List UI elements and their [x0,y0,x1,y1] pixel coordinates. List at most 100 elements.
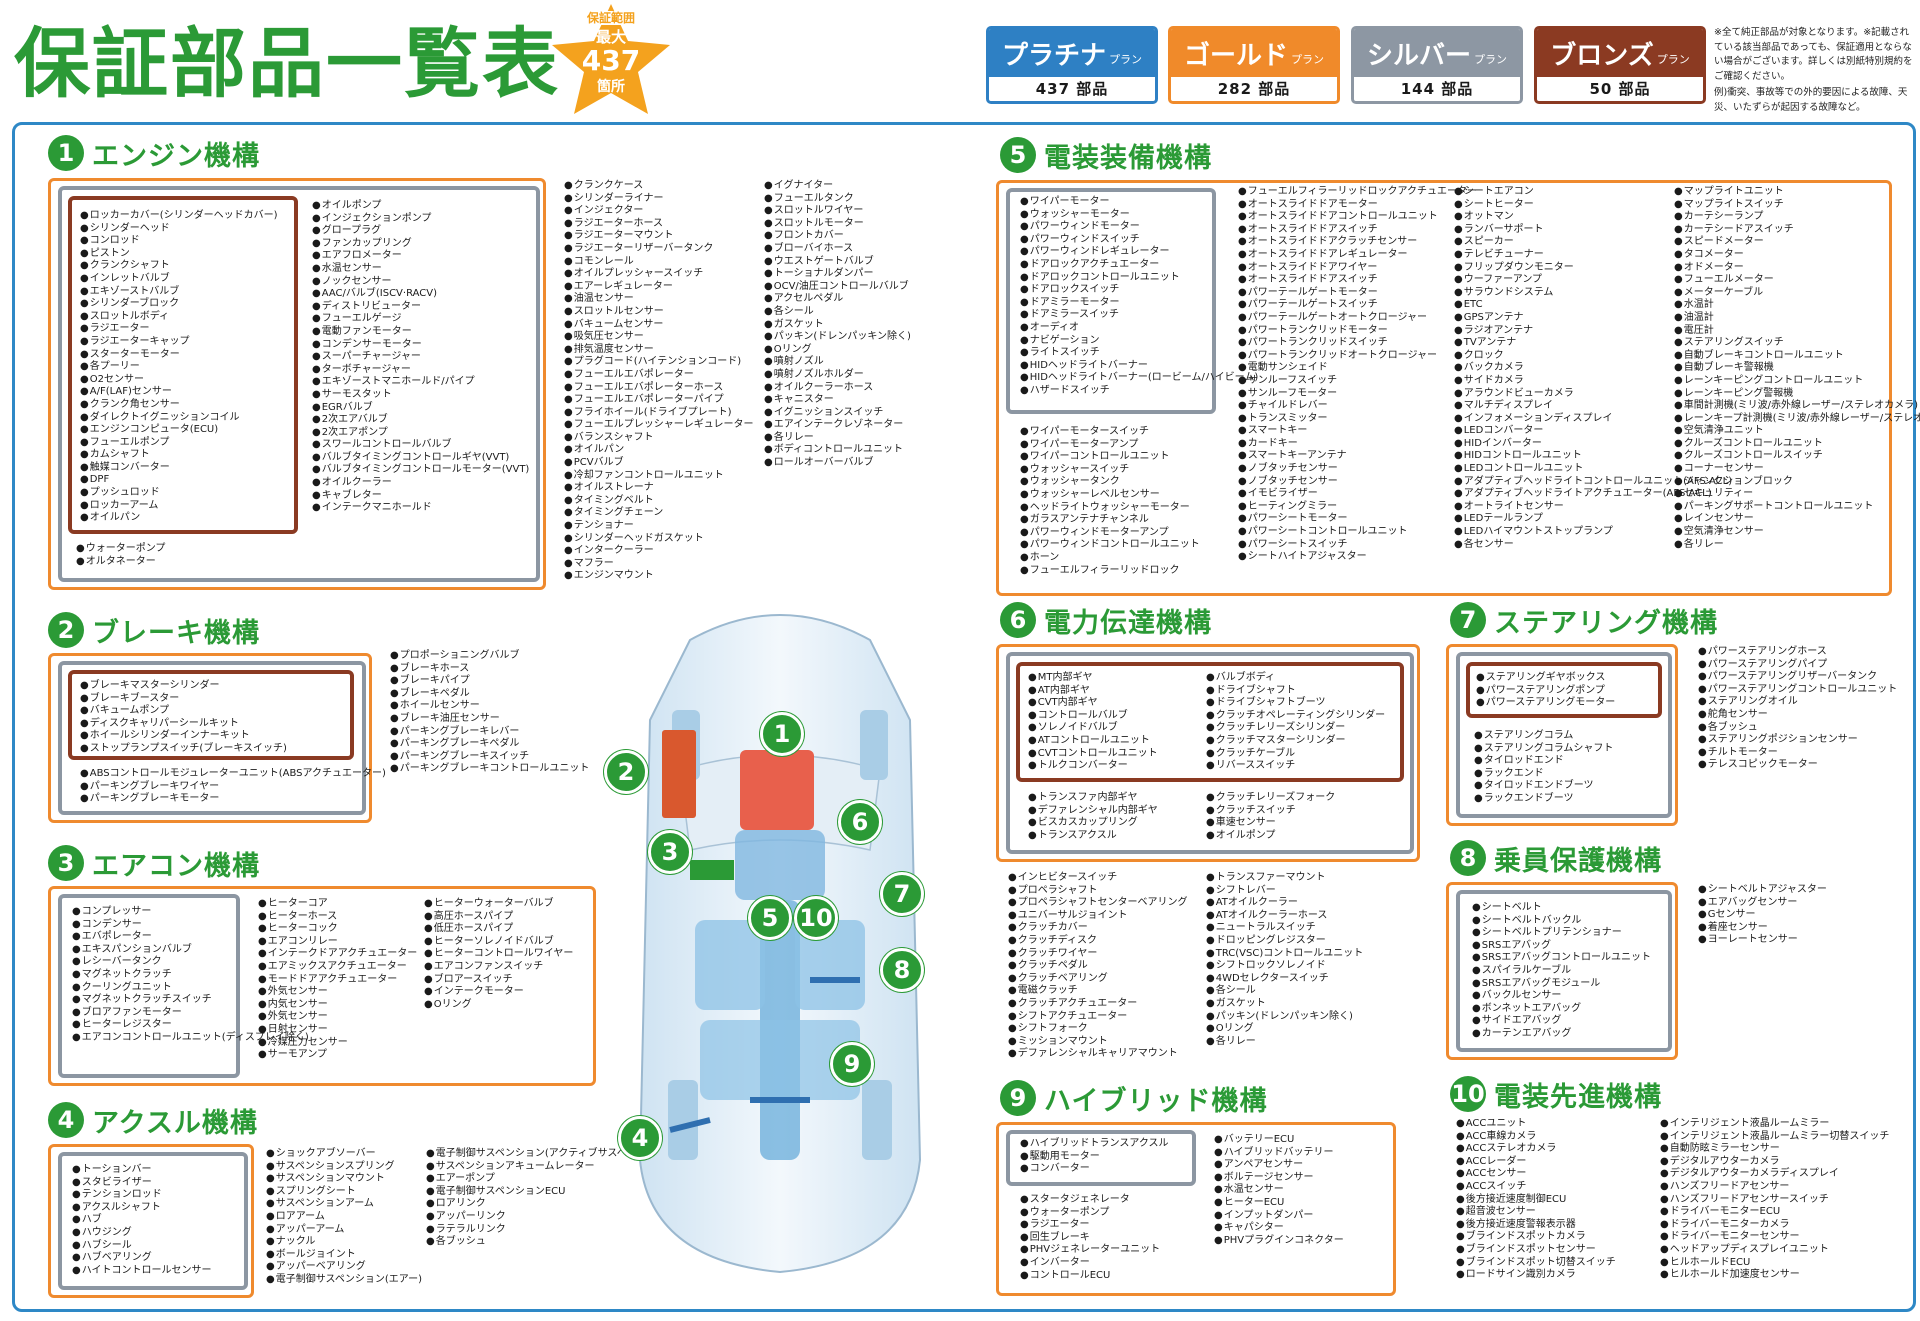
part-item: 水温計 [1674,299,1920,312]
part-item: ウーファーアンプ [1454,274,1732,287]
steering-gold-box [1446,644,1678,826]
part-item: ACC車線カメラ [1456,1131,1616,1144]
part-item: HIDインバーター [1454,438,1732,451]
part-item: ワイパーコントロールユニット [1020,451,1200,464]
car-diagram [638,614,922,1274]
part-item: インテリジェント液晶ルームミラー [1660,1118,1889,1131]
power-bronze-list-2: バルブボディドライブシャフトドライブシャフトブーツクラッチオペレーティングシリン… [1206,672,1385,773]
car-marker-10: 10 [794,896,838,940]
brake-bronze-box [68,670,354,760]
part-item: アクスルシャフト [72,1202,212,1215]
part-item: 自動ブレーキコントロールユニット [1674,350,1920,363]
car-marker-2: 2 [604,750,648,794]
part-item: オイルプレッシャースイッチ [564,268,754,281]
part-item: バックカメラ [1454,362,1732,375]
part-item: コンデンサーモーター [312,339,529,352]
part-item: ヘッドライトウォッシャーモーター [1020,502,1200,515]
section-header-power-transmission: 6 電力伝達機構 [1000,600,1212,640]
part-item: スタータジェネレータ [1020,1194,1160,1207]
part-item: シフトフォーク [1008,1023,1188,1036]
part-item: ブラインドスポットカメラ [1456,1231,1616,1244]
part-item: トーショナルダンパー [764,268,911,281]
power-silver-list-2: クラッチレリーズフォーククラッチスイッチ車速センサーオイルポンプ [1206,792,1336,843]
part-item: クラッチアクチュエーター [1008,998,1188,1011]
part-item: パワーウィンドモーター [1020,221,1258,234]
part-item: フロントカバー [764,230,911,243]
part-item: スプリングシート [266,1186,422,1199]
part-item: エアコンファンスイッチ [424,961,573,974]
part-item: フューエルエバポレーターホース [564,382,754,395]
plan-platinum: プラチナプラン 437 部品 [986,26,1158,104]
part-item: パワートランクリッドモーター [1238,325,1477,338]
part-item: AAC/バルブ(ISCV·RACV) [312,288,529,301]
part-item: アッパーベアリング [266,1261,422,1274]
occupant-gold-box [1446,882,1678,1060]
part-item: ヘッドアップディスプレイユニット [1660,1244,1889,1257]
part-item: 各リレー [1674,539,1920,552]
part-item: ショックアブソーバー [266,1148,422,1161]
part-item: カーテンエアバッグ [1472,1028,1651,1041]
part-item: オートスライドドアスイッチ [1238,274,1477,287]
part-item: HIDコントロールユニット [1454,450,1732,463]
brake-silver-list: ABSコントロールモジュレーターユニット(ABSアクチュエーター)パーキングブレ… [80,768,386,806]
part-item: LEDコンバーター [1454,425,1732,438]
part-item: オートスライドドアワイヤー [1238,262,1477,275]
part-item: ラテラルリンク [426,1224,671,1237]
part-item: スマートキーアンテナ [1238,450,1477,463]
part-item: ステアリングスイッチ [1674,337,1920,350]
power-gold-box [996,644,1420,862]
part-item: サーモスタット [312,389,529,402]
part-item: タコメーター [1674,249,1920,262]
part-item: プロポーショニングバルブ [390,650,589,663]
part-item: スタビライザー [72,1177,212,1190]
part-item: TVアンテナ [1454,337,1732,350]
part-item: プッシュロッド [80,487,278,500]
part-item: レーンキープ計測機(ミリ波/赤外線レーザー/ステレオカメラ) [1674,413,1920,426]
part-item: ヒーターレジスター [72,1019,309,1032]
star-label: 保証範囲 [582,11,639,25]
part-item: トーションバー [72,1164,212,1177]
part-item: オイルストレーナ [564,482,754,495]
part-item: エンジンマウント [564,570,754,583]
warranty-star-badge: 保証範囲 最大 437 箇所 [540,2,682,120]
part-item: クラッチワイヤー [1008,948,1188,961]
part-item: マップライトユニット [1674,186,1920,199]
star-count: 437 [581,44,641,77]
engine-bronze-list-2: オイルポンプインジェクションポンプグロープラグファンカップリングエアフロメーター… [312,200,530,515]
part-item: LEDコントロールユニット [1454,463,1732,476]
part-item: フューエルフィラーリッドロック [1020,565,1200,578]
part-item: パーキングブレーキレバー [390,726,589,739]
part-item: 電子制御サスペンション(エアー) [266,1274,422,1287]
part-item: ワイパーモータースイッチ [1020,426,1200,439]
part-item: 各プーリー [80,361,278,374]
part-item: コンバーター [1020,1163,1169,1176]
part-item: トランスミッター [1238,413,1477,426]
part-item: ヨーレートセンサー [1698,934,1827,947]
steering-bronze-box [1466,662,1662,718]
part-item: マグネットクラッチ [72,969,309,982]
content-frame [12,122,1916,1312]
part-item: パワーウィンドコントロールユニット [1020,539,1200,552]
part-item: フューエルエバポレーターパイプ [564,394,754,407]
part-item: オルタネーター [76,556,165,569]
part-item: オイルポンプ [1206,830,1335,843]
part-item: ACCレーダー [1456,1156,1616,1169]
part-item: キャニスター [764,394,911,407]
section-title: 電力伝達機構 [1044,607,1212,639]
part-item: シリンダーブロック [80,298,278,311]
part-item: サスペンションスプリング [266,1161,422,1174]
engine-platinum-list-2: イグナイターフューエルタンクスロットルワイヤースロットルモーターフロントカバーブ… [764,180,911,470]
part-item: 2次エアバルブ [312,414,529,427]
part-item: ヒーターホース [258,911,417,924]
part-item: ブレーキマスターシリンダー [80,680,287,693]
plan-silver: シルバープラン 144 部品 [1351,26,1523,104]
part-item: ヒーターコア [258,898,417,911]
part-item: 後方接近速度警報表示器 [1456,1219,1616,1232]
part-item: ヒーターコック [258,923,417,936]
part-item: パッキン(ドレンパッキン除く) [1206,1011,1363,1024]
section-number: 10 [1450,1076,1486,1112]
plan-suffix: プラン [1291,53,1324,66]
steering-platinum-list: パワーステアリングホースパワーステアリングパイプパワーステアリングリザーバータン… [1698,646,1898,772]
part-item: フューエルフィラーリッドロックアクチュエーター [1238,186,1477,199]
part-item: ラジオアンテナ [1454,325,1732,338]
